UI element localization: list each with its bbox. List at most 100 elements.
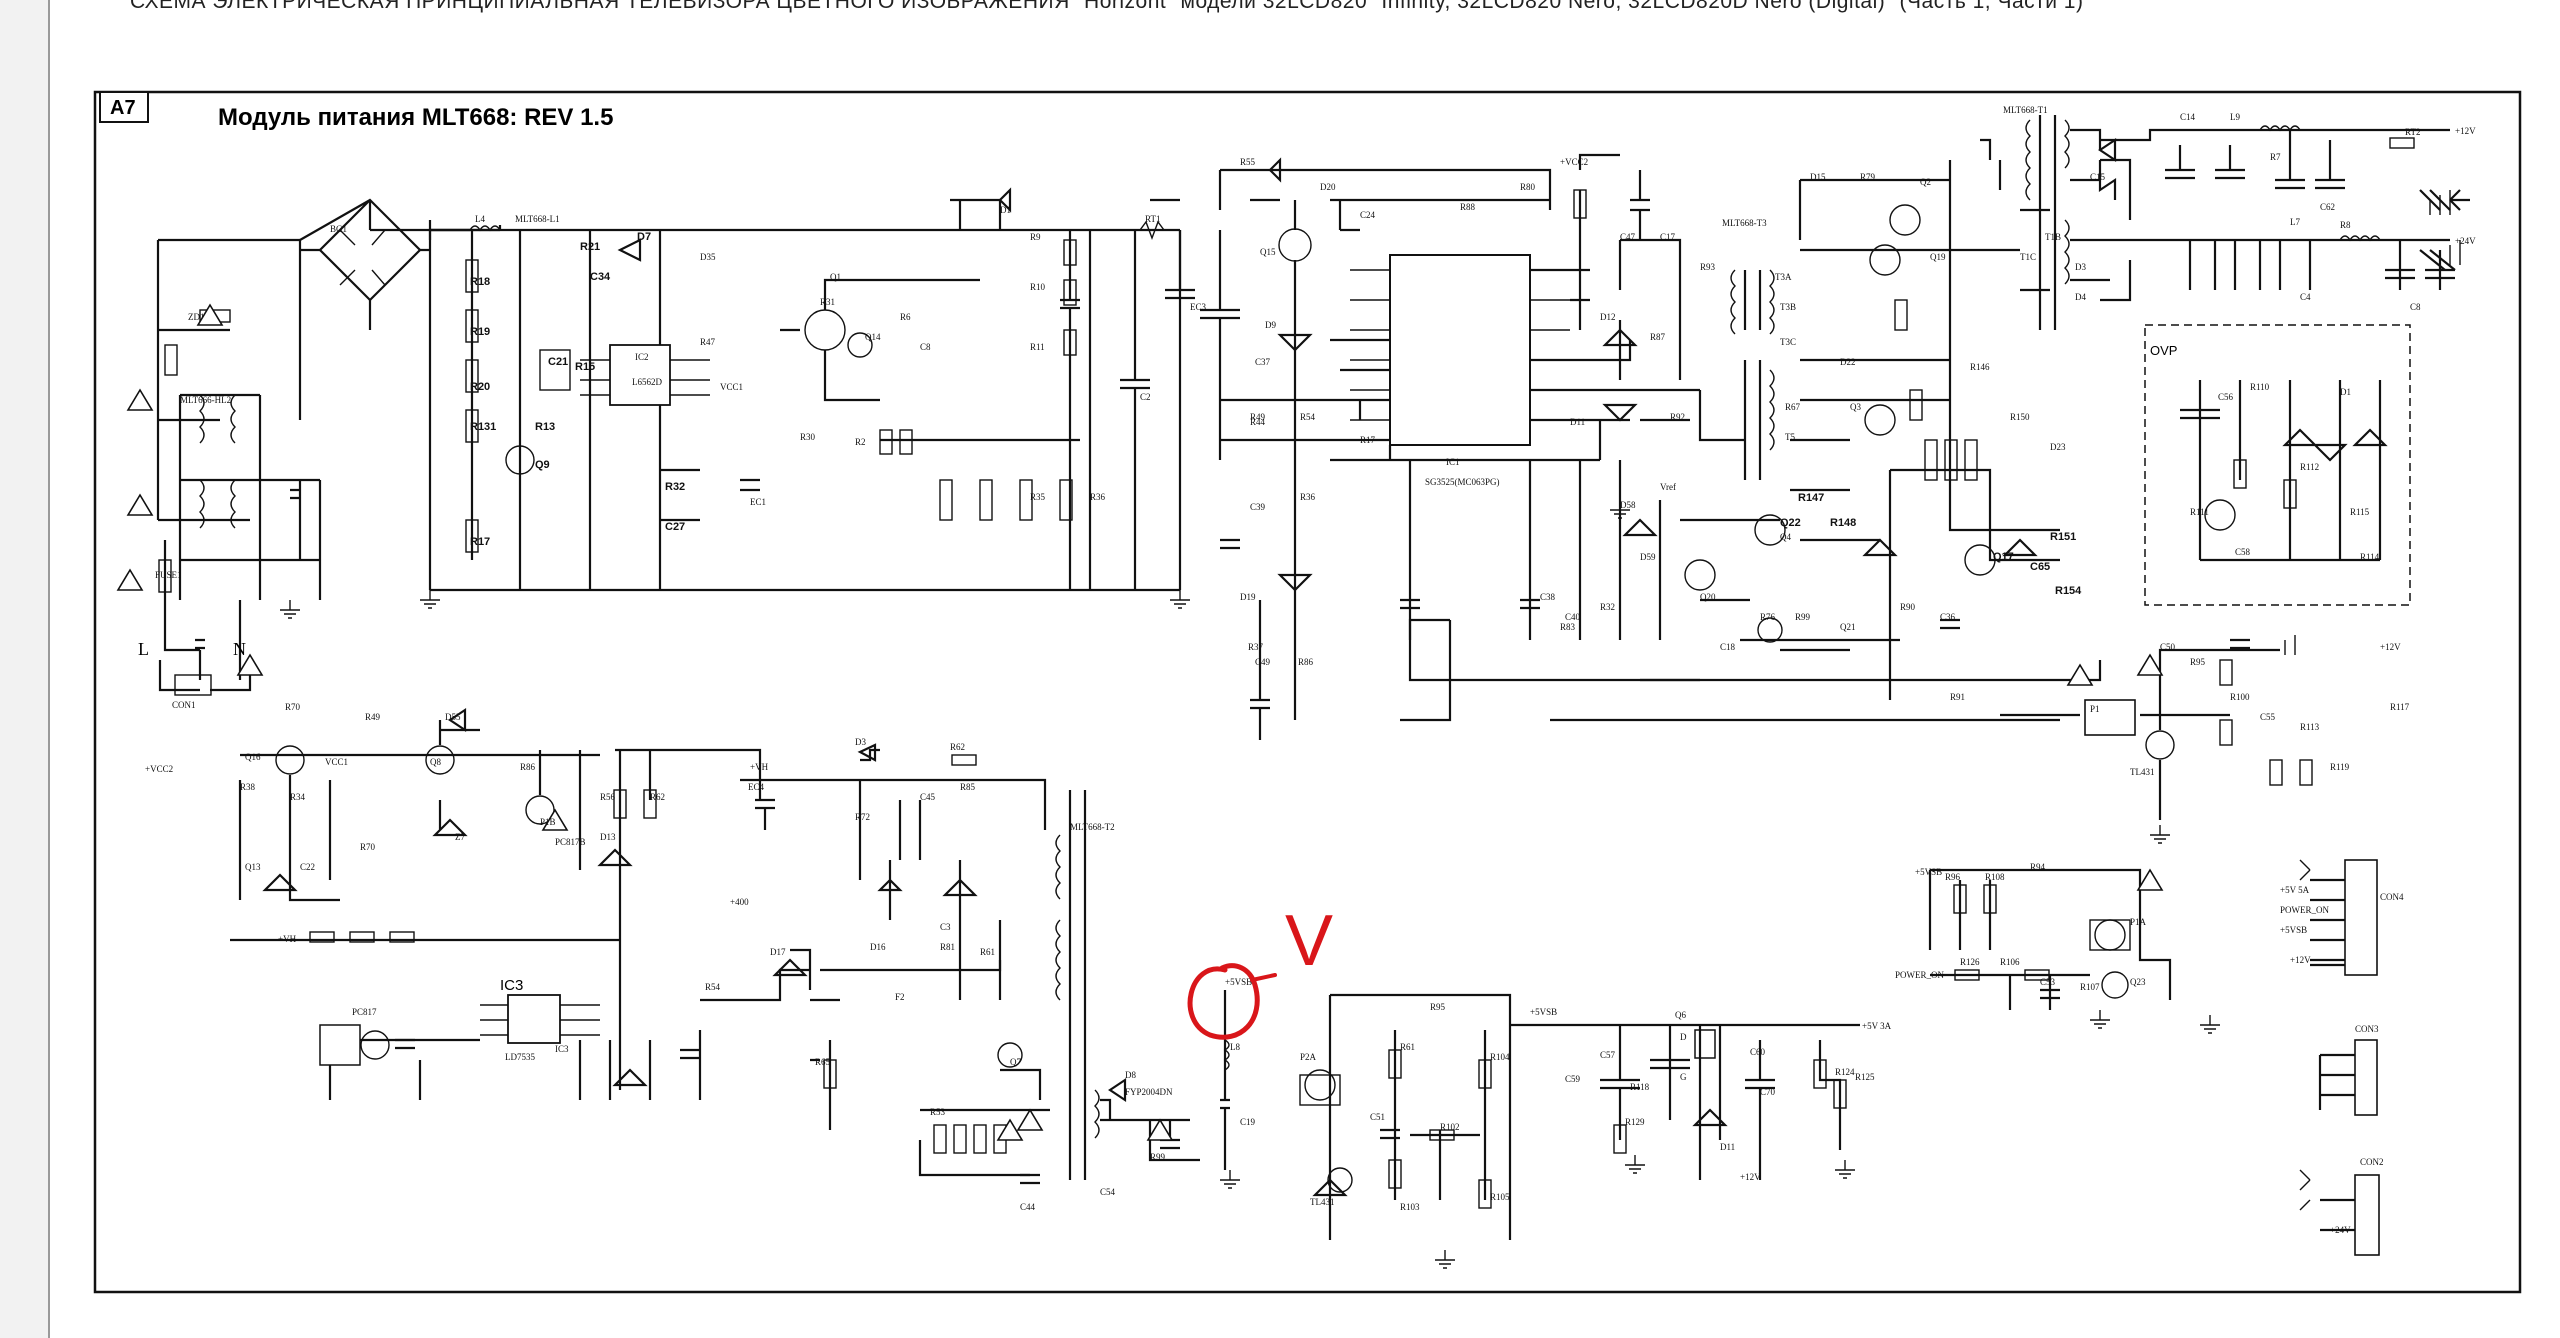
con3-label: CON3 — [2355, 1024, 2379, 1034]
t1-transformer-section: MLT668-T1 RT2 T1B D3 D4 — [2003, 105, 2470, 330]
l1-label: MLT668-L1 — [515, 214, 560, 224]
svg-text:C3: C3 — [940, 922, 951, 932]
annotation-marker: V — [1285, 901, 1333, 981]
svg-text:C55: C55 — [2260, 712, 2276, 722]
svg-text:R8: R8 — [2340, 220, 2351, 230]
svg-text:C59: C59 — [1565, 1074, 1581, 1084]
svg-text:R92: R92 — [1670, 412, 1685, 422]
svg-text:R86: R86 — [520, 762, 536, 772]
svg-text:L8: L8 — [1230, 1042, 1240, 1052]
feedback-section: R147 Q22 R148 R151 Q17 C65 R154 P1 TL431 — [1550, 468, 2313, 820]
ic1-top-network: D12 D11 R87 R92 — [1570, 153, 1690, 427]
svg-text:R35: R35 — [1030, 492, 1046, 502]
svg-text:R117: R117 — [2390, 702, 2410, 712]
svg-text:R19: R19 — [470, 326, 490, 338]
svg-text:+12V: +12V — [2455, 126, 2476, 136]
svg-text:R150: R150 — [2010, 412, 2030, 422]
svg-text:R32: R32 — [665, 481, 685, 493]
svg-text:Q20: Q20 — [1700, 592, 1716, 602]
svg-text:R95: R95 — [2190, 657, 2206, 667]
svg-text:+VH: +VH — [278, 934, 297, 944]
svg-text:C36: C36 — [1940, 612, 1956, 622]
svg-text:C51: C51 — [1370, 1112, 1385, 1122]
svg-text:Q3: Q3 — [1850, 402, 1861, 412]
svg-text:Q2: Q2 — [1920, 177, 1931, 187]
svg-text:R62: R62 — [650, 792, 665, 802]
svg-text:R131: R131 — [470, 421, 496, 433]
svg-text:D15: D15 — [1810, 172, 1826, 182]
svg-text:R36: R36 — [1300, 492, 1316, 502]
connectors-section: POWER_ON +5VSB P1A Q23 CON4 +5V 5A POWER… — [1895, 859, 2404, 1256]
svg-text:C2: C2 — [1140, 392, 1151, 402]
svg-text:R99: R99 — [1150, 1152, 1166, 1162]
rail-5vsb: +5VSB — [1225, 977, 1252, 987]
svg-text:D16: D16 — [870, 942, 886, 952]
svg-text:+24V: +24V — [2330, 1225, 2351, 1235]
svg-text:D20: D20 — [1320, 182, 1336, 192]
svg-text:R65: R65 — [815, 1057, 831, 1067]
svg-text:L7: L7 — [2290, 217, 2300, 227]
svg-text:R93: R93 — [1700, 262, 1716, 272]
svg-text:R80: R80 — [1520, 182, 1536, 192]
ic3-name: IC3 — [500, 977, 523, 994]
svg-text:R13: R13 — [535, 421, 555, 433]
svg-text:D: D — [1680, 1032, 1687, 1042]
svg-text:+12V: +12V — [2290, 955, 2311, 965]
svg-text:R38: R38 — [240, 782, 256, 792]
svg-text:R9: R9 — [1030, 232, 1041, 242]
svg-text:D17: D17 — [770, 947, 786, 957]
svg-text:R151: R151 — [2050, 531, 2076, 543]
svg-text:IC3: IC3 — [555, 1044, 569, 1054]
svg-text:VCC1: VCC1 — [720, 382, 743, 392]
svg-text:EC1: EC1 — [750, 497, 766, 507]
svg-text:Q7: Q7 — [1010, 1057, 1021, 1067]
page-header-text: СХЕМА ЭЛЕКТРИЧЕСКАЯ ПРИНЦИПИАЛЬНАЯ ТЕЛЕВ… — [130, 0, 2084, 13]
svg-text:R104: R104 — [1490, 1052, 1510, 1062]
svg-text:R147: R147 — [1798, 492, 1824, 504]
diagram-title: Модуль питания MLT668: REV 1.5 — [218, 104, 613, 131]
svg-text:C8: C8 — [2410, 302, 2421, 312]
svg-text:R6: R6 — [900, 312, 911, 322]
svg-text:T1B: T1B — [2045, 232, 2061, 242]
svg-text:C38: C38 — [1540, 592, 1556, 602]
svg-text:R113: R113 — [2300, 722, 2320, 732]
svg-text:C39: C39 — [1250, 502, 1266, 512]
svg-text:D11: D11 — [1720, 1142, 1735, 1152]
svg-text:R7: R7 — [2270, 152, 2281, 162]
t3-transformer: MLT668-T3 — [1698, 218, 1775, 480]
svg-text:R76: R76 — [1760, 612, 1776, 622]
svg-text:+VCC2: +VCC2 — [1560, 157, 1588, 167]
svg-text:C37: C37 — [1255, 357, 1271, 367]
svg-text:R61: R61 — [1400, 1042, 1415, 1052]
svg-text:R72: R72 — [855, 812, 870, 822]
svg-text:R107: R107 — [2080, 982, 2100, 992]
neutral-terminal-label: N — [233, 639, 246, 659]
svg-text:R103: R103 — [1400, 1202, 1420, 1212]
svg-text:R110: R110 — [2250, 382, 2270, 392]
con1-label: CON1 — [172, 700, 196, 710]
svg-text:Q22: Q22 — [1780, 517, 1801, 529]
left-margin-bar — [0, 0, 50, 1338]
svg-text:R96: R96 — [1945, 872, 1961, 882]
svg-text:+VH: +VH — [750, 762, 769, 772]
svg-text:R100: R100 — [2230, 692, 2250, 702]
svg-text:R31: R31 — [820, 297, 835, 307]
svg-text:C53: C53 — [2040, 977, 2056, 987]
svg-text:D4: D4 — [2075, 292, 2086, 302]
svg-text:ZD1: ZD1 — [188, 312, 205, 322]
svg-text:R67: R67 — [1785, 402, 1801, 412]
svg-text:EC3: EC3 — [1190, 302, 1207, 312]
svg-text:R54: R54 — [1300, 412, 1316, 422]
svg-text:R18: R18 — [470, 276, 490, 288]
svg-text:+12V: +12V — [1740, 1172, 1761, 1182]
ic1-left-network: R44 R17 Q15 D9 D19 R37 C38 C40 R32 — [1200, 157, 1700, 740]
svg-text:D12: D12 — [1600, 312, 1616, 322]
svg-text:R30: R30 — [800, 432, 816, 442]
svg-text:R54: R54 — [705, 982, 721, 992]
pfc-bus: MLT668-L1 L4 D1 RT1 R18 R19 R20 R131 R17… — [430, 187, 1182, 592]
svg-text:T5: T5 — [1785, 432, 1795, 442]
svg-text:Q14: Q14 — [865, 332, 881, 342]
svg-text:POWER_ON: POWER_ON — [1895, 970, 1944, 980]
svg-text:C58: C58 — [2235, 547, 2251, 557]
